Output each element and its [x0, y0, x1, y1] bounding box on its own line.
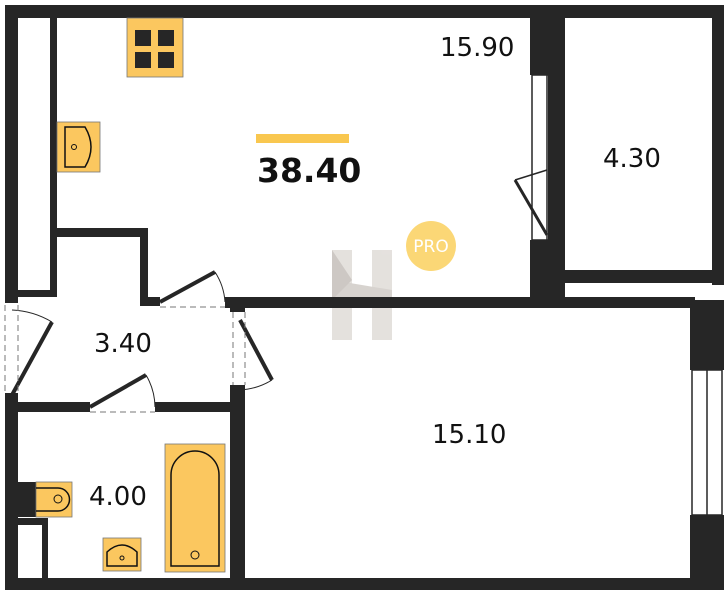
room-area-hallway: 3.40: [94, 329, 152, 359]
pro-badge: PRO: [406, 221, 456, 271]
stove-icon: [126, 17, 184, 78]
total-area-accent-bar: [256, 134, 349, 143]
windows: [531, 74, 723, 516]
room-area-kitchen: 15.90: [440, 33, 514, 63]
room-area-balcony: 4.30: [603, 144, 661, 174]
doors: [4, 169, 549, 413]
bathroom-sink-icon: [102, 537, 142, 572]
toilet-icon: [18, 481, 73, 518]
total-area: 38.40: [257, 151, 361, 190]
room-area-bedroom: 15.10: [432, 420, 506, 450]
bathtub-icon: [164, 443, 226, 573]
pro-badge-label: PRO: [413, 237, 448, 257]
kitchen-sink-icon: [56, 121, 101, 173]
room-area-bathroom: 4.00: [89, 482, 147, 512]
watermark-logo: [332, 250, 392, 340]
